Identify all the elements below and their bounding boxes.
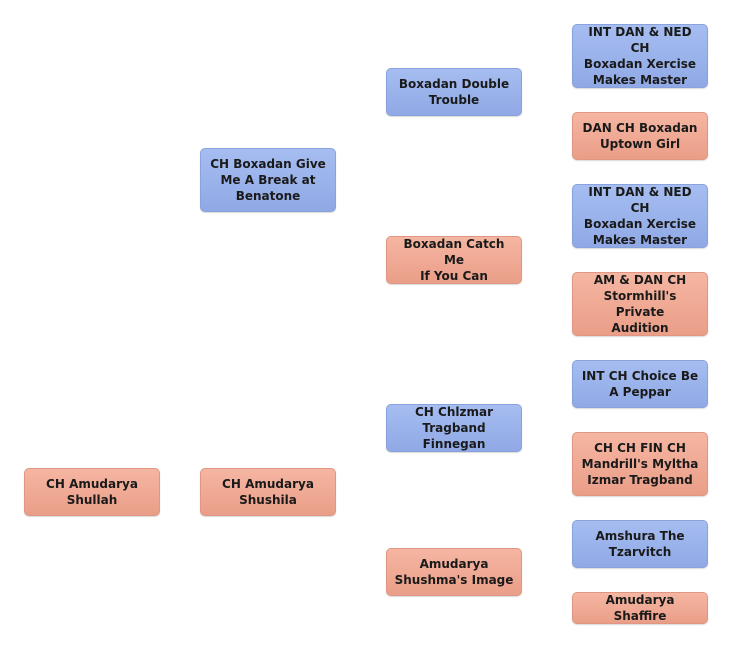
sire-node[interactable]: CH Boxadan Give Me A Break at Benatone	[200, 148, 336, 212]
dam-dam-name: Amudarya Shushma's Image	[394, 557, 514, 587]
sire-name: CH Boxadan Give Me A Break at Benatone	[210, 157, 326, 203]
gen3-node-7[interactable]: Amshura The Tzarvitch	[572, 520, 708, 568]
dam-name: CH Amudarya Shushila	[222, 477, 314, 507]
gen3-node-5[interactable]: INT CH Choice Be A Peppar	[572, 360, 708, 408]
dam-sire-name: CH Chlzmar Tragband Finnegan	[415, 405, 493, 451]
gen3-name-4: AM & DAN CH Stormhill's Private Audition	[593, 273, 687, 335]
gen3-node-1[interactable]: INT DAN & NED CH Boxadan Xercise Makes M…	[572, 24, 708, 88]
gen3-name-3: INT DAN & NED CH Boxadan Xercise Makes M…	[583, 185, 697, 247]
gen3-name-6: CH CH FIN CH Mandrill's Myltha Izmar Tra…	[581, 441, 699, 487]
gen3-node-4[interactable]: AM & DAN CH Stormhill's Private Audition	[572, 272, 708, 336]
sire-sire-name: Boxadan Double Trouble	[398, 77, 510, 107]
subject-node[interactable]: CH Amudarya Shullah	[24, 468, 160, 516]
gen3-name-5: INT CH Choice Be A Peppar	[581, 369, 699, 399]
gen3-node-6[interactable]: CH CH FIN CH Mandrill's Myltha Izmar Tra…	[572, 432, 708, 496]
sire-dam-node[interactable]: Boxadan Catch Me If You Can	[386, 236, 522, 284]
sire-dam-name: Boxadan Catch Me If You Can	[403, 237, 505, 283]
gen3-name-1: INT DAN & NED CH Boxadan Xercise Makes M…	[583, 25, 697, 87]
gen3-node-8[interactable]: Amudarya Shaffire	[572, 592, 708, 624]
sire-sire-node[interactable]: Boxadan Double Trouble	[386, 68, 522, 116]
gen3-name-7: Amshura The Tzarvitch	[595, 529, 685, 559]
dam-dam-node[interactable]: Amudarya Shushma's Image	[386, 548, 522, 596]
subject-name: CH Amudarya Shullah	[46, 477, 138, 507]
gen3-name-2: DAN CH Boxadan Uptown Girl	[582, 121, 698, 151]
dam-node[interactable]: CH Amudarya Shushila	[200, 468, 336, 516]
gen3-name-8: Amudarya Shaffire	[605, 593, 675, 623]
gen3-node-3[interactable]: INT DAN & NED CH Boxadan Xercise Makes M…	[572, 184, 708, 248]
dam-sire-node[interactable]: CH Chlzmar Tragband Finnegan	[386, 404, 522, 452]
gen3-node-2[interactable]: DAN CH Boxadan Uptown Girl	[572, 112, 708, 160]
